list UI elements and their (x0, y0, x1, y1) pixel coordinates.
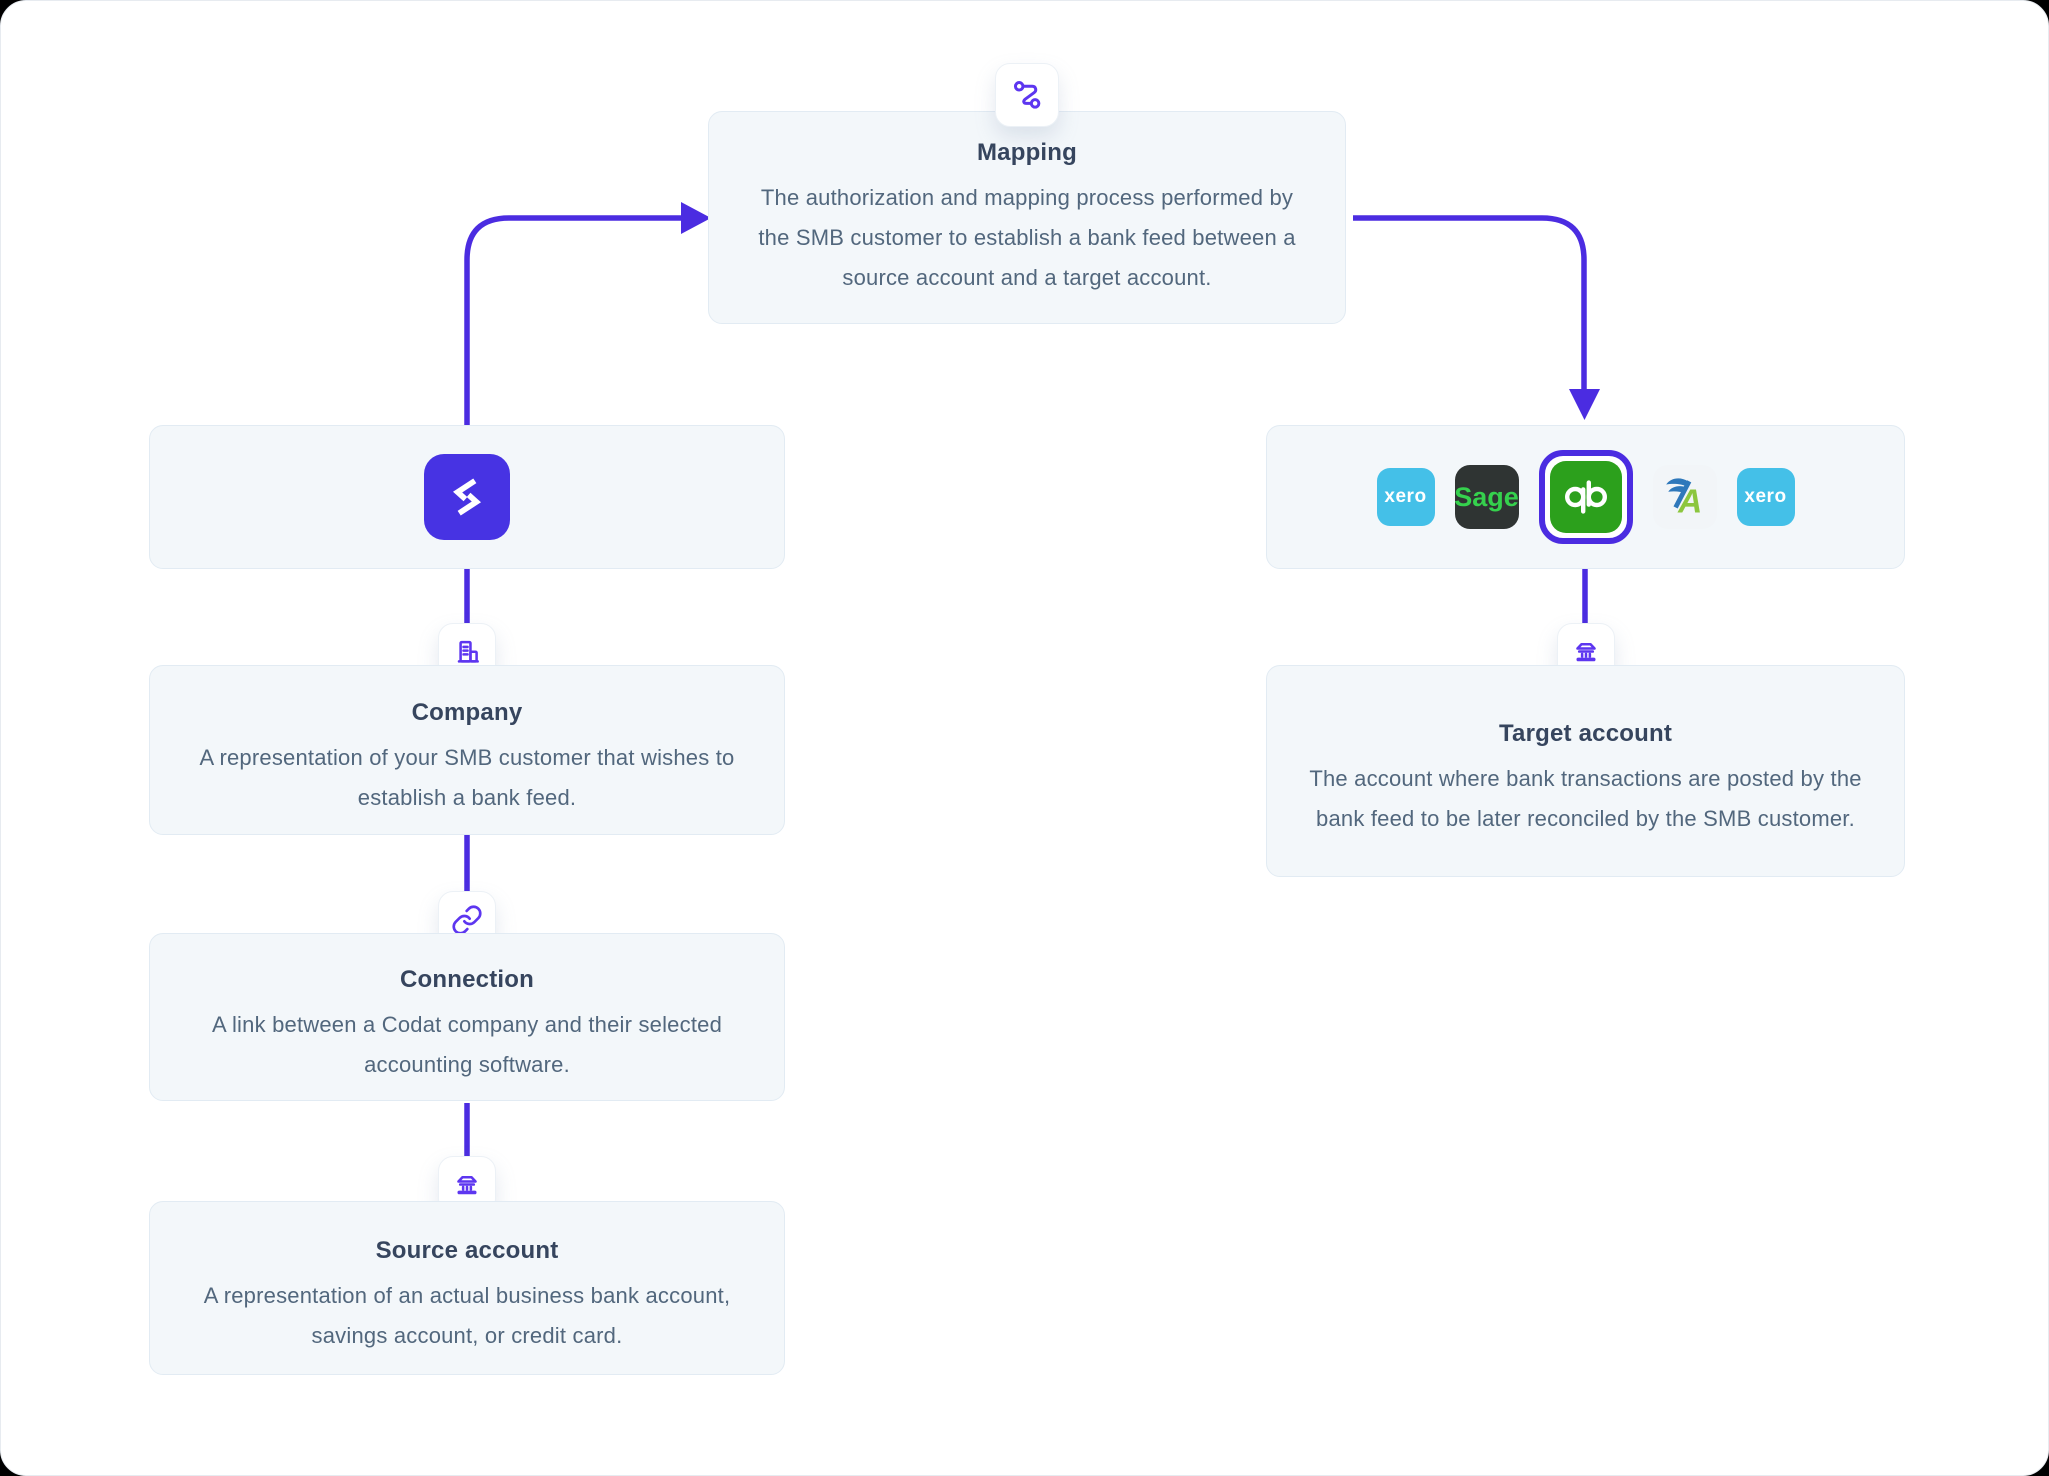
sage-logo-label: Sage (1454, 481, 1519, 512)
source-account-description: A representation of an actual business b… (203, 1282, 731, 1348)
connection-card: Connection A link between a Codat compan… (149, 933, 785, 1101)
mapping-description: The authorization and mapping process pe… (758, 185, 1296, 290)
target-account-title: Target account (1498, 719, 1673, 747)
mapping-title: Mapping (976, 139, 1078, 166)
company-title: Company (411, 698, 523, 726)
connection-description: A link between a Codat company and their… (212, 1011, 722, 1077)
link-icon (452, 905, 482, 935)
xero-logo: xero (1376, 468, 1435, 526)
company-card: Company A representation of your SMB cus… (149, 665, 785, 835)
freeagent-logo: A (1652, 465, 1717, 529)
codat-logo (424, 454, 510, 540)
platforms-card: xero Sage (1266, 425, 1905, 569)
quickbooks-logo-selected (1538, 450, 1633, 544)
route-icon (1013, 81, 1041, 109)
xero-logo: xero (1736, 468, 1795, 526)
connection-title: Connection (400, 965, 534, 993)
building-icon (457, 640, 479, 663)
arrow-mapping-to-platforms (1353, 215, 1587, 389)
quickbooks-logo (1549, 461, 1622, 533)
arrow-company-to-mapping (464, 215, 681, 425)
freeagent-a-icon: A (1665, 478, 1702, 520)
bank-icon (1576, 643, 1596, 662)
target-account-card: Target account The account where bank tr… (1266, 665, 1905, 877)
codat-chevrons-icon (452, 478, 482, 516)
svg-text:A: A (1677, 484, 1702, 520)
source-account-card: Source account A representation of an ac… (149, 1201, 785, 1375)
xero-logo-label: xero (1744, 486, 1787, 507)
mapping-icon-badge (995, 63, 1059, 127)
target-account-description: The account where bank transactions are … (1309, 765, 1862, 831)
codat-card (149, 425, 785, 569)
sage-logo: Sage (1454, 465, 1519, 529)
mapping-card: Mapping The authorization and mapping pr… (708, 111, 1346, 324)
quickbooks-qb-icon (1564, 480, 1607, 514)
arrowhead-right (681, 202, 711, 234)
xero-logo-label: xero (1384, 486, 1427, 507)
arrowhead-down (1569, 389, 1600, 420)
company-description: A representation of your SMB customer th… (199, 744, 735, 810)
bank-icon (457, 1176, 477, 1195)
source-account-title: Source account (375, 1236, 559, 1264)
platform-logo-row: xero Sage (1376, 450, 1795, 544)
